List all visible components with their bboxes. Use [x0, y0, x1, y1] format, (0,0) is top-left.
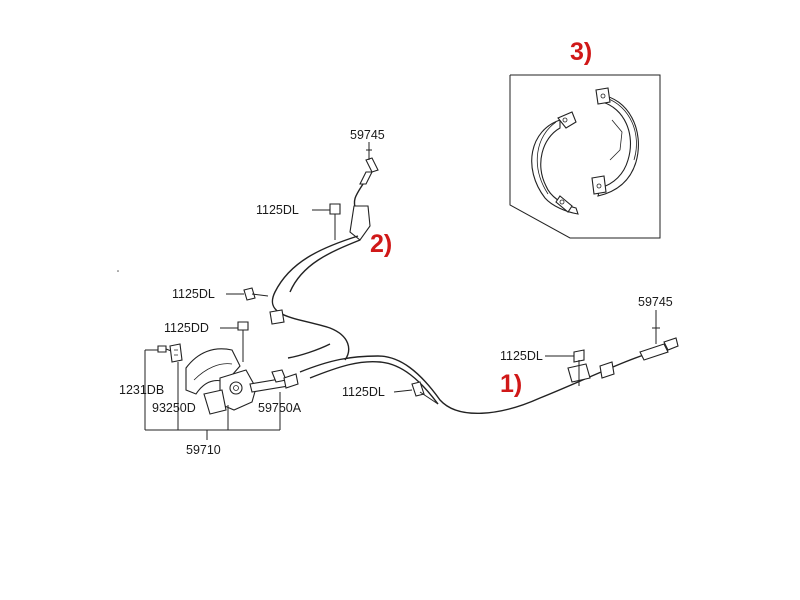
brake-shoe-inset: [509, 74, 661, 239]
label-59750a: 59750A: [258, 401, 302, 415]
inset-box: [509, 74, 661, 239]
label-1125dl-upper: 1125DL: [256, 203, 299, 217]
label-1231db: 1231DB: [119, 383, 164, 397]
label-59745-upper: 59745: [350, 128, 385, 142]
label-1125dd: 1125DD: [164, 321, 209, 335]
callout-1: 1): [500, 370, 522, 398]
label-1125dl-left: 1125DL: [172, 287, 215, 301]
rear-cable-right: [299, 326, 679, 415]
parking-brake-lever: [157, 321, 299, 415]
right-brake-shoe: [591, 87, 639, 197]
callout-2: 2): [370, 230, 392, 258]
label-59710: 59710: [186, 443, 221, 457]
rear-cable-left: [243, 148, 379, 361]
label-59745-lower: 59745: [638, 295, 673, 309]
label-1125dl-lower: 1125DL: [342, 385, 385, 399]
label-93250d: 93250D: [152, 401, 196, 415]
stray-dot: [117, 270, 119, 272]
callout-3: 3): [570, 38, 592, 66]
left-brake-shoe: [531, 111, 579, 215]
label-1125dl-right: 1125DL: [500, 349, 543, 363]
leader-lines: [144, 142, 657, 440]
